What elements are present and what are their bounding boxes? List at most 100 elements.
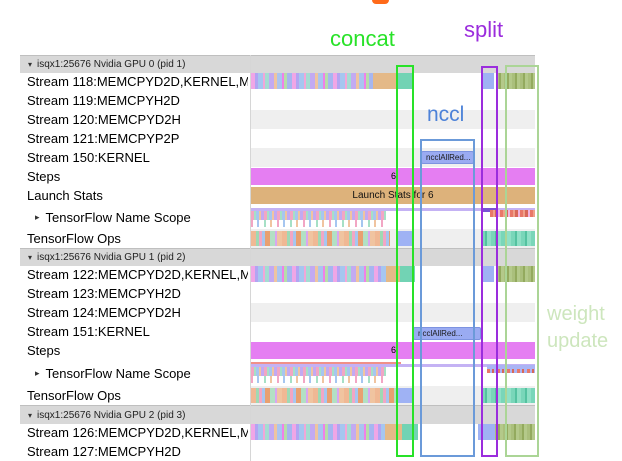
row-label: Stream 126:MEMCPYD2D,KERNEL,MI: [27, 425, 248, 440]
op-events[interactable]: [481, 388, 535, 403]
event-bar-dense[interactable]: [251, 424, 385, 440]
op-events[interactable]: [251, 231, 390, 246]
row-stream-121: Stream 121:MEMCPYP2P: [20, 129, 535, 148]
event-bar-nccl-allreduce[interactable]: ncclAllRed...: [413, 327, 481, 340]
row-stream-150: Stream 150:KERNEL ncclAllRed...: [20, 148, 535, 167]
timeline-track: [250, 110, 535, 129]
op-event[interactable]: [398, 231, 413, 246]
row-stream-120: Stream 120:MEMCPYD2H: [20, 110, 535, 129]
collapse-arrow-icon[interactable]: ▾: [28, 253, 33, 262]
row-label: Stream 120:MEMCPYD2H: [27, 112, 181, 127]
row-steps-gpu1: Steps 6: [20, 341, 535, 360]
row-label: Stream 118:MEMCPYD2D,KERNEL,ME: [27, 74, 248, 89]
event-bar-concat[interactable]: [402, 424, 418, 440]
expand-arrow-icon[interactable]: ▸: [35, 367, 40, 378]
timeline-track: [250, 91, 535, 110]
row-tf-name-scope-gpu1: ▸ TensorFlow Name Scope: [20, 360, 535, 386]
row-label: ▸ TensorFlow Name Scope: [27, 360, 248, 386]
event-bar-nccl-allreduce[interactable]: ncclAllRed...: [421, 151, 474, 164]
timeline-track: [250, 442, 535, 461]
row-label: Stream 123:MEMCPYH2D: [27, 286, 181, 301]
name-scope-events[interactable]: [487, 365, 535, 373]
name-scope-span[interactable]: [251, 364, 535, 367]
name-scope-events[interactable]: [251, 211, 386, 220]
row-stream-122: Stream 122:MEMCPYD2D,KERNEL,MI: [20, 265, 535, 284]
section-header-gpu1[interactable]: ▾ isqx1:25676 Nvidia GPU 1 (pid 2): [20, 248, 535, 266]
row-stream-127: Stream 127:MEMCPYH2D: [20, 442, 535, 461]
step-number: 6: [391, 171, 397, 181]
timeline-track: [250, 303, 535, 322]
timeline-track: Launch Stats for 6: [250, 186, 535, 205]
op-event[interactable]: [398, 388, 413, 403]
name-scope-events[interactable]: [490, 210, 535, 217]
row-stream-118: Stream 118:MEMCPYD2D,KERNEL,ME: [20, 72, 535, 91]
timeline-track: [250, 205, 535, 229]
timeline-track: ncclAllRed...: [250, 322, 535, 341]
name-scope-events[interactable]: [251, 220, 386, 227]
timeline-track: [250, 129, 535, 148]
weight-update-line2: update: [547, 330, 609, 352]
row-label: Stream 151:KERNEL: [27, 324, 150, 339]
name-scope-span[interactable]: [251, 362, 401, 364]
row-tf-name-scope-gpu0: ▸ TensorFlow Name Scope: [20, 205, 535, 229]
event-bar-split[interactable]: [478, 424, 495, 440]
timeline-track: [250, 360, 535, 386]
timeline-track: [250, 423, 535, 442]
timeline-track: [250, 229, 535, 248]
row-label: TensorFlow Ops: [27, 388, 121, 403]
event-bar-concat[interactable]: [397, 73, 414, 89]
row-steps-gpu0: Steps 6: [20, 167, 535, 186]
event-bar-dense[interactable]: [251, 266, 386, 282]
row-label: Stream 122:MEMCPYD2D,KERNEL,MI: [27, 267, 248, 282]
timeline-track: 6: [250, 341, 535, 360]
event-bar-split[interactable]: [481, 73, 494, 89]
row-label: ▸ TensorFlow Name Scope: [27, 205, 248, 229]
event-bar-step[interactable]: 6: [251, 168, 535, 185]
row-label: Stream 119:MEMCPYH2D: [27, 93, 180, 108]
row-stream-119: Stream 119:MEMCPYH2D: [20, 91, 535, 110]
event-bar-weight-update[interactable]: [495, 424, 535, 440]
section-header-label: isqx1:25676 Nvidia GPU 0 (pid 1): [37, 59, 186, 70]
name-scope-span[interactable]: [251, 208, 535, 211]
row-label: Stream 127:MEMCPYH2D: [27, 444, 181, 459]
collapse-arrow-icon[interactable]: ▾: [28, 410, 33, 420]
label-column-divider: [250, 55, 251, 461]
event-bar-launch-stats[interactable]: Launch Stats for 6: [251, 187, 535, 204]
section-header-gpu2[interactable]: ▾ isqx1:25676 Nvidia GPU 2 (pid 3): [20, 405, 535, 424]
event-bar-weight-update[interactable]: [496, 73, 535, 89]
event-bar-dense[interactable]: [251, 73, 373, 89]
name-scope-events[interactable]: [251, 376, 386, 383]
event-bar-step[interactable]: 6: [251, 342, 535, 359]
timeline-track: ncclAllRed...: [250, 148, 535, 167]
section-header-gpu0[interactable]: ▾ isqx1:25676 Nvidia GPU 0 (pid 1): [20, 55, 535, 73]
collapse-arrow-icon[interactable]: ▾: [28, 60, 33, 69]
step-number: 6: [391, 345, 397, 355]
name-scope-span[interactable]: [483, 208, 496, 212]
row-label: Stream 150:KERNEL: [27, 150, 150, 165]
event-bar[interactable]: [373, 73, 397, 89]
row-label: Stream 121:MEMCPYP2P: [27, 131, 180, 146]
op-events[interactable]: [251, 388, 398, 403]
row-label: TensorFlow Ops: [27, 231, 121, 246]
orange-text-fragment: [372, 0, 389, 4]
row-label: Steps: [27, 343, 61, 358]
name-scope-events[interactable]: [251, 367, 386, 376]
timeline-track: 6: [250, 167, 535, 186]
row-label: Stream 124:MEMCPYD2H: [27, 305, 181, 320]
row-launch-stats: Launch Stats Launch Stats for 6: [20, 186, 535, 205]
event-bar-concat[interactable]: [400, 266, 415, 282]
expand-arrow-icon[interactable]: ▸: [35, 211, 40, 222]
op-events[interactable]: [481, 231, 535, 246]
timeline-track: [250, 72, 535, 91]
event-bar-split[interactable]: [481, 266, 494, 282]
row-stream-151: Stream 151:KERNEL ncclAllRed...: [20, 322, 535, 341]
split-annotation-label: split: [464, 17, 504, 42]
event-bar[interactable]: [386, 266, 400, 282]
timeline-track: [250, 386, 535, 405]
row-stream-124: Stream 124:MEMCPYD2H: [20, 303, 535, 322]
row-tf-ops-gpu0: TensorFlow Ops: [20, 229, 535, 248]
timeline-track: [250, 265, 535, 284]
event-bar[interactable]: [385, 424, 402, 440]
event-bar-weight-update[interactable]: [496, 266, 535, 282]
